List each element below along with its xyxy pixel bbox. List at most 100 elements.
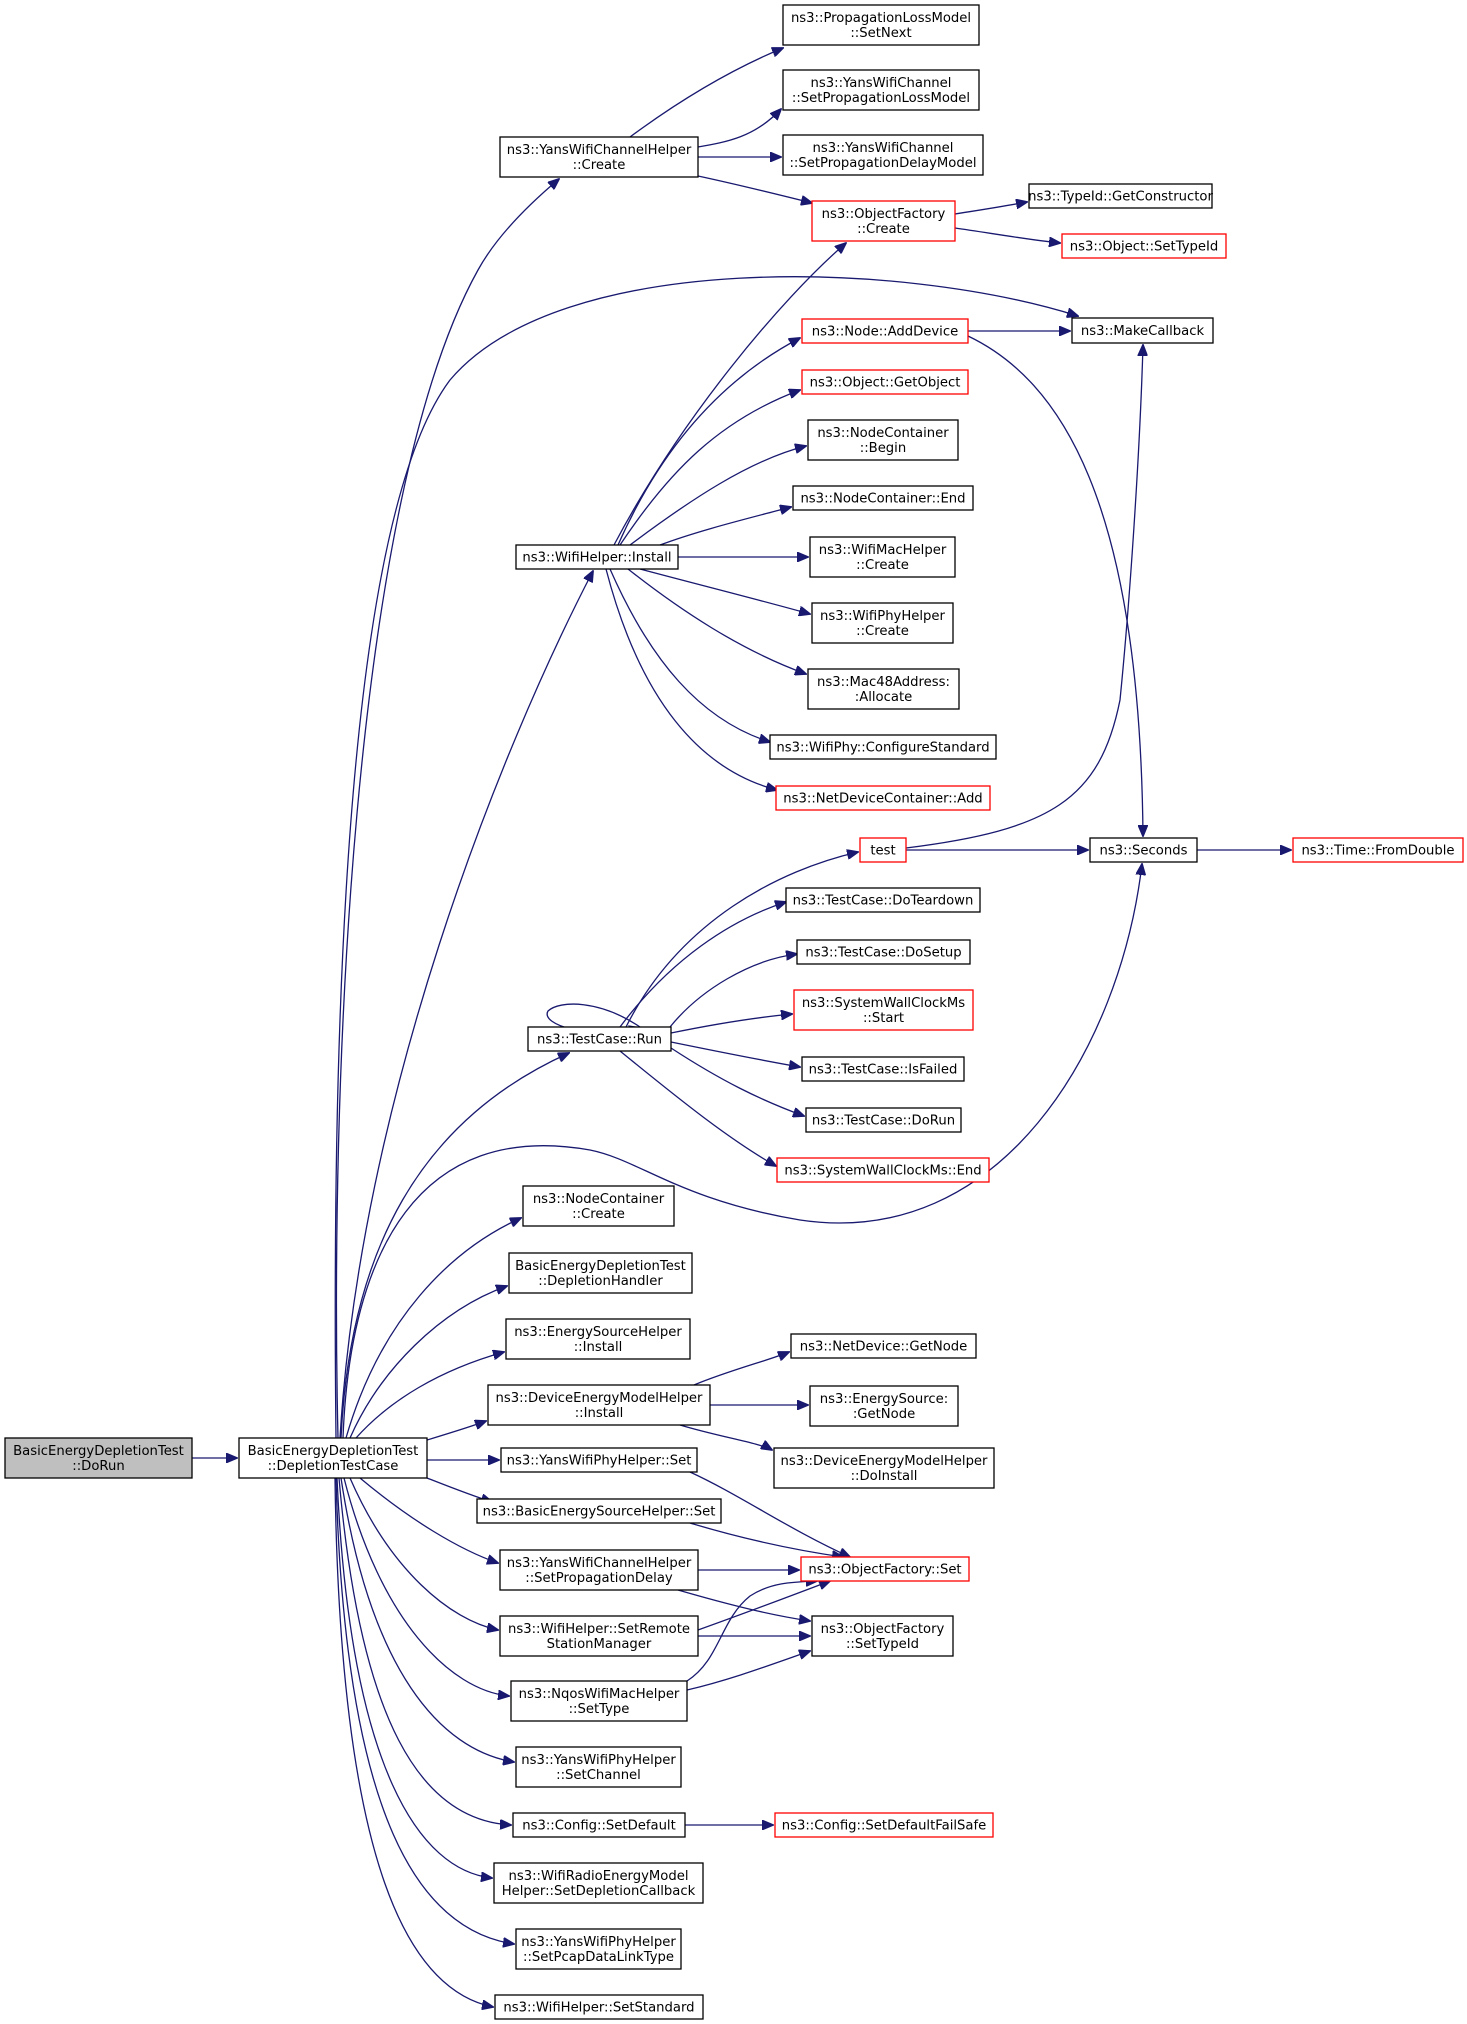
node-swcm-end[interactable]: ns3::SystemWallClockMs::End xyxy=(776,1157,990,1183)
edge-dtc-to-makecallback xyxy=(334,276,1078,1439)
node-label-line: ns3::NodeContainer xyxy=(817,426,949,441)
node-wremh-setcb[interactable]: ns3::WifiRadioEnergyModelHelper::SetDepl… xyxy=(493,1862,704,1904)
edge-arrow xyxy=(679,1424,772,1450)
edge-node_adddevice-to-seconds xyxy=(967,335,1143,836)
node-typeid-getctor[interactable]: ns3::TypeId::GetConstructor xyxy=(1028,183,1213,209)
node-ywph-setpcap[interactable]: ns3::YansWifiPhyHelper::SetPcapDataLinkT… xyxy=(515,1928,682,1970)
edge-arrow xyxy=(954,202,1027,215)
node-label-line: ns3::BasicEnergySourceHelper::Set xyxy=(483,1505,716,1520)
node-demh-install[interactable]: ns3::DeviceEnergyModelHelper::Install xyxy=(487,1384,711,1426)
node-box xyxy=(494,1994,704,2020)
node-nqos-settype[interactable]: ns3::NqosWifiMacHelper::SetType xyxy=(510,1680,688,1722)
node-wh-setstandard[interactable]: ns3::WifiHelper::SetStandard xyxy=(494,1994,704,2020)
node-es-getnode[interactable]: ns3::EnergySource::GetNode xyxy=(809,1385,959,1427)
nodes-layer: BasicEnergyDepletionTest::DoRun BasicEner… xyxy=(4,4,1464,2020)
node-box xyxy=(499,1549,699,1591)
node-box xyxy=(809,536,956,578)
node-label-line: ns3::MakeCallback xyxy=(1081,324,1205,339)
node-tc-dosetup[interactable]: ns3::TestCase::DoSetup xyxy=(796,939,971,965)
node-label-line: ::DoInstall xyxy=(851,1469,918,1484)
node-mac48-alloc[interactable]: ns3::Mac48Address::Allocate xyxy=(807,668,960,710)
node-box xyxy=(782,69,980,111)
node-wh-install[interactable]: ns3::WifiHelper::Install xyxy=(515,544,679,570)
edge-arrow xyxy=(627,568,806,674)
node-of-settypeid[interactable]: ns3::ObjectFactory::SetTypeId xyxy=(811,1615,954,1657)
edge-dtc-to-demh_install xyxy=(426,1421,486,1441)
node-of-set[interactable]: ns3::ObjectFactory::Set xyxy=(800,1556,970,1582)
node-obj-getobject[interactable]: ns3::Object::GetObject xyxy=(801,369,969,395)
edge-arrow xyxy=(342,864,1142,1439)
node-tc-dorun[interactable]: ns3::TestCase::DoRun xyxy=(805,1107,962,1133)
node-demh-doinstall[interactable]: ns3::DeviceEnergyModelHelper::DoInstall xyxy=(773,1447,995,1489)
node-label-line: ns3::TypeId::GetConstructor xyxy=(1028,190,1213,205)
node-label-line: ns3::WifiMacHelper xyxy=(819,543,947,558)
node-nc-end[interactable]: ns3::NodeContainer::End xyxy=(792,485,974,511)
node-nc-create[interactable]: ns3::NodeContainer::Create xyxy=(522,1185,675,1227)
node-of-create[interactable]: ns3::ObjectFactory::Create xyxy=(811,200,956,242)
node-label-line: ns3::Mac48Address: xyxy=(817,675,950,690)
edge-arrow xyxy=(639,568,810,614)
node-config-setdefaultfs[interactable]: ns3::Config::SetDefaultFailSafe xyxy=(774,1812,994,1838)
node-box xyxy=(774,1812,994,1838)
node-plm-setnext[interactable]: ns3::PropagationLossModel::SetNext xyxy=(782,4,980,46)
node-label-line: ns3::DeviceEnergyModelHelper xyxy=(496,1391,704,1406)
node-label-line: ::SetPropagationLossModel xyxy=(792,91,970,106)
edge-demh_install-to-nd_getnode xyxy=(693,1352,789,1386)
edge-wh_install-to-ndc_add xyxy=(605,568,777,790)
node-label-line: ::DoRun xyxy=(72,1459,124,1474)
node-tc-run[interactable]: ns3::TestCase::Run xyxy=(527,1026,672,1052)
node-wph-create[interactable]: ns3::WifiPhyHelper::Create xyxy=(811,602,954,644)
edge-arrow xyxy=(689,1471,850,1557)
node-ywch-setpd[interactable]: ns3::YansWifiChannelHelper::SetPropagati… xyxy=(499,1549,699,1591)
node-label-line: ns3::TestCase::DoSetup xyxy=(805,946,961,961)
node-makecallback[interactable]: ns3::MakeCallback xyxy=(1071,317,1214,344)
node-dtc[interactable]: BasicEnergyDepletionTest::DepletionTestC… xyxy=(238,1437,428,1479)
edge-dtc-to-tc_run xyxy=(340,1053,569,1439)
node-tc-isfailed[interactable]: ns3::TestCase::IsFailed xyxy=(801,1056,965,1082)
node-node-adddevice[interactable]: ns3::Node::AddDevice xyxy=(801,318,969,344)
edge-arrow xyxy=(697,175,812,203)
node-ywc-setpdm[interactable]: ns3::YansWifiChannel::SetPropagationDela… xyxy=(782,134,984,176)
node-box xyxy=(1071,317,1214,344)
node-obj-settypeid[interactable]: ns3::Object::SetTypeId xyxy=(1061,233,1227,259)
node-label-line: ns3::Object::SetTypeId xyxy=(1070,240,1219,255)
node-wp-configstd[interactable]: ns3::WifiPhy::ConfigureStandard xyxy=(769,734,997,760)
node-nc-begin[interactable]: ns3::NodeContainer::Begin xyxy=(807,419,959,461)
node-label-line: ns3::Object::GetObject xyxy=(810,376,961,391)
node-ywph-set[interactable]: ns3::YansWifiPhyHelper::Set xyxy=(500,1447,698,1473)
node-label-line: ns3::YansWifiPhyHelper::Set xyxy=(507,1454,692,1469)
node-ndc-add[interactable]: ns3::NetDeviceContainer::Add xyxy=(775,785,991,811)
node-dorun[interactable]: BasicEnergyDepletionTest::DoRun xyxy=(4,1437,193,1479)
node-swcm-start[interactable]: ns3::SystemWallClockMs::Start xyxy=(793,989,974,1031)
node-wmh-create[interactable]: ns3::WifiMacHelper::Create xyxy=(809,536,956,578)
edge-dtc-to-ywph_setpcap xyxy=(335,1477,514,1944)
node-ywch-create[interactable]: ns3::YansWifiChannelHelper::Create xyxy=(499,136,699,178)
edge-arrow xyxy=(629,446,806,546)
node-box xyxy=(811,200,956,242)
edge-arrow xyxy=(669,954,797,1028)
node-seconds[interactable]: ns3::Seconds xyxy=(1089,837,1198,863)
node-time-fromdouble[interactable]: ns3::Time::FromDouble xyxy=(1292,837,1464,863)
node-label-line: ::DepletionTestCase xyxy=(268,1459,399,1474)
node-config-setdefault[interactable]: ns3::Config::SetDefault xyxy=(512,1812,686,1838)
node-ywph-setchannel[interactable]: ns3::YansWifiPhyHelper::SetChannel xyxy=(515,1746,682,1788)
edge-arrow xyxy=(619,902,786,1028)
edge-arrow xyxy=(340,1477,514,1762)
node-label-line: ns3::NodeContainer xyxy=(533,1192,665,1207)
node-esh-install[interactable]: ns3::EnergySourceHelper::Install xyxy=(505,1318,691,1360)
node-bedt-handler[interactable]: BasicEnergyDepletionTest::DepletionHandl… xyxy=(508,1252,693,1294)
edge-ywch_create-to-of_create xyxy=(697,175,812,203)
node-ywc-setplm[interactable]: ns3::YansWifiChannel::SetPropagationLoss… xyxy=(782,69,980,111)
node-tc-doteardown[interactable]: ns3::TestCase::DoTeardown xyxy=(785,887,981,913)
edge-arrow xyxy=(697,1581,830,1631)
edge-arrow xyxy=(693,1352,789,1386)
node-test[interactable]: test xyxy=(859,837,907,863)
node-label-line: ns3::WifiHelper::SetRemote xyxy=(508,1622,690,1637)
node-nd-getnode[interactable]: ns3::NetDevice::GetNode xyxy=(790,1333,977,1359)
node-label-line: ::SetTypeId xyxy=(846,1637,919,1652)
node-label-line: test xyxy=(870,844,895,859)
edge-arrow xyxy=(426,1421,486,1441)
node-besh-set[interactable]: ns3::BasicEnergySourceHelper::Set xyxy=(476,1498,722,1524)
